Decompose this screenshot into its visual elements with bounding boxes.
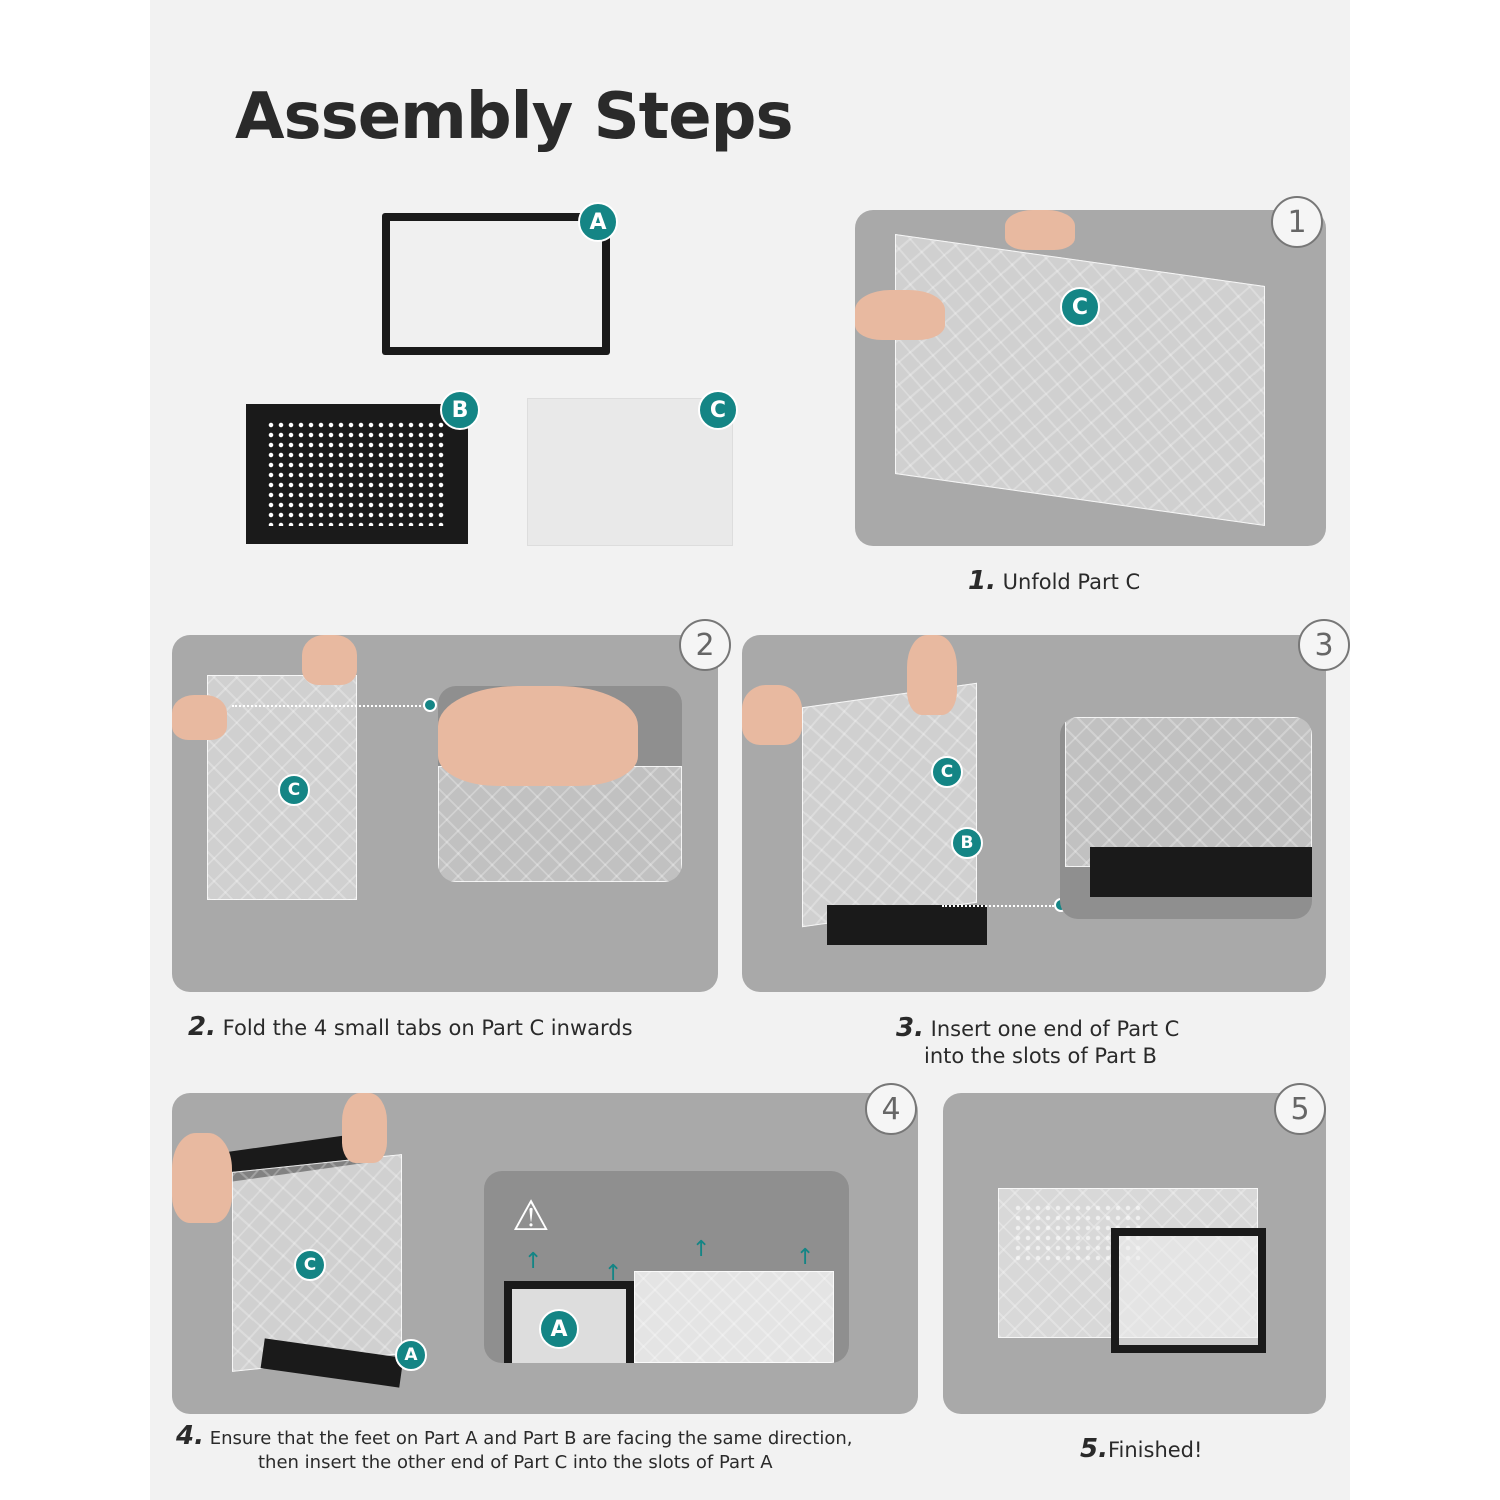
step-3-number: 3 — [1298, 619, 1350, 671]
part-c-badge: C — [698, 390, 738, 430]
arrow-up-icon: ↑ — [796, 1245, 815, 1270]
step-1-panel: C — [855, 210, 1326, 546]
part-c-badge: C — [278, 774, 310, 806]
part-a-badge: A — [539, 1309, 579, 1349]
step-2-caption: 2. Fold the 4 small tabs on Part C inwar… — [188, 1012, 633, 1042]
page-title: Assembly Steps — [235, 80, 794, 154]
arrow-up-icon: ↑ — [524, 1249, 543, 1274]
part-b-badge: B — [951, 827, 983, 859]
step-5-caption: 5.Finished! — [1080, 1434, 1203, 1464]
part-a-badge: A — [578, 202, 618, 242]
part-c-badge: C — [294, 1249, 326, 1281]
step-5-panel — [943, 1093, 1326, 1414]
part-c-badge: C — [1060, 287, 1100, 327]
step-4-caption: 4. Ensure that the feet on Part A and Pa… — [176, 1421, 853, 1473]
warning-triangle-icon: ⚠ — [512, 1191, 550, 1240]
step-2-panel: C — [172, 635, 718, 992]
step-4-panel: C A ⚠ ↑ ↑ ↑ ↑ A — [172, 1093, 918, 1414]
part-c-badge: C — [931, 756, 963, 788]
step-4-number: 4 — [865, 1083, 917, 1135]
arrow-up-icon: ↑ — [692, 1237, 711, 1262]
part-b-badge: B — [440, 390, 480, 430]
step-1-number: 1 — [1271, 196, 1323, 248]
step-1-caption: 1. Unfold Part C — [968, 566, 1141, 596]
arrow-up-icon: ↑ — [604, 1261, 623, 1286]
part-a-badge: A — [395, 1339, 427, 1371]
step-5-number: 5 — [1274, 1083, 1326, 1135]
step-2-number: 2 — [679, 619, 731, 671]
step-3-panel: C B — [742, 635, 1326, 992]
